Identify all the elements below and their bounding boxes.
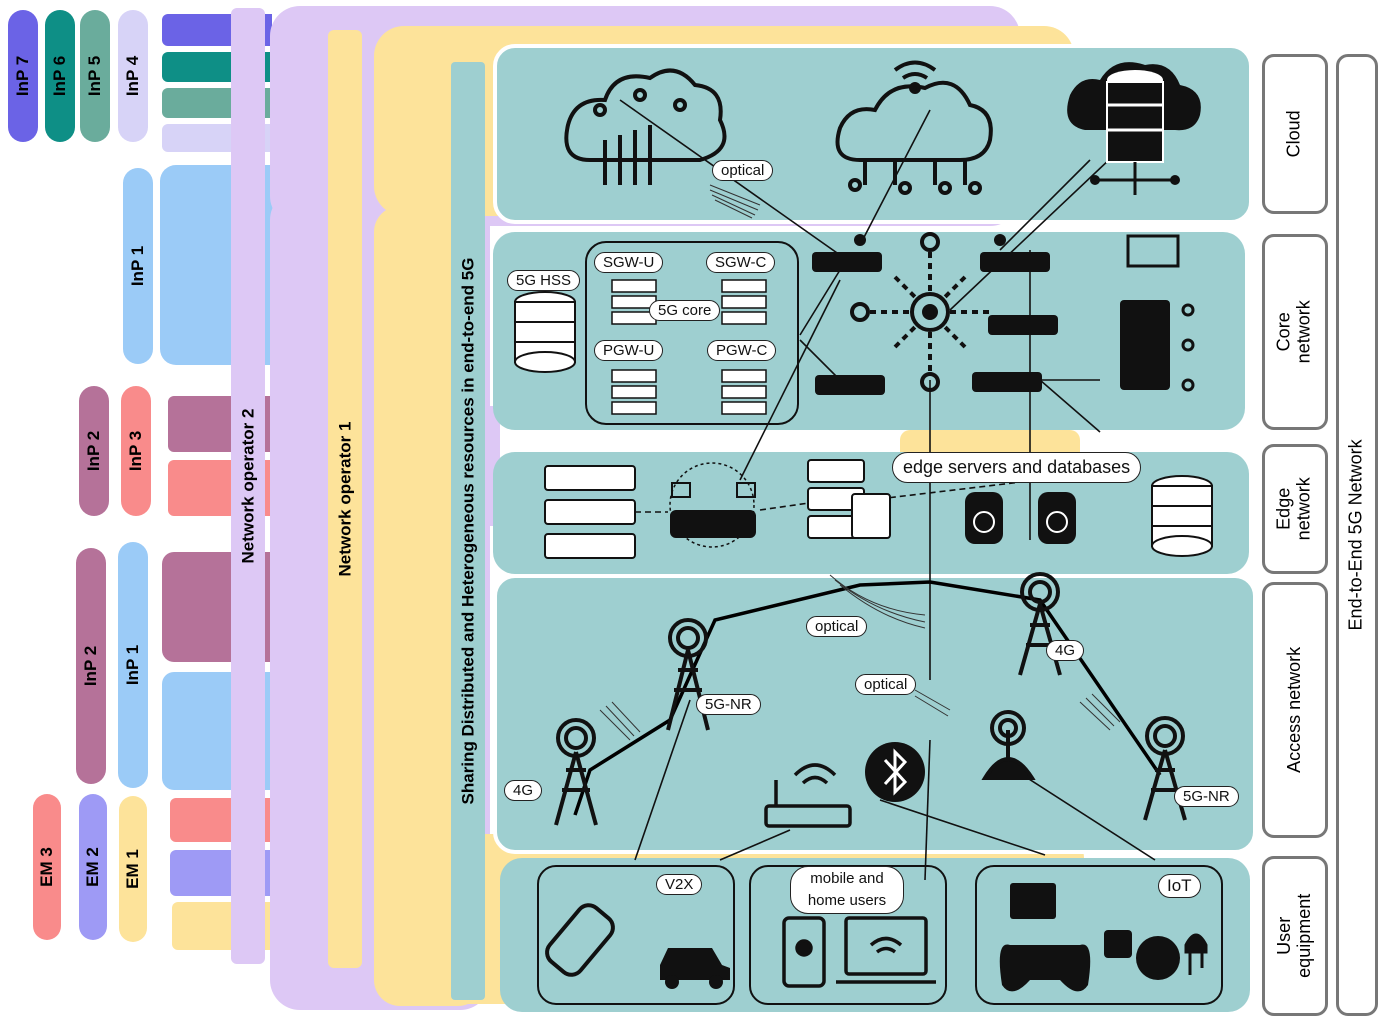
access-layer <box>493 574 1257 854</box>
server-stack-icon <box>544 465 636 559</box>
em3-pill: EM 3 <box>33 794 61 940</box>
core5g-tag: 5G core <box>649 300 721 321</box>
hub-node-icon <box>850 232 990 392</box>
optical-access1-tag: optical <box>806 616 868 637</box>
inp6-pill: InP 6 <box>45 10 75 142</box>
router-icon <box>812 234 1058 395</box>
raspberry-icon <box>1104 930 1180 980</box>
hss-tag: 5G HSS <box>507 270 581 291</box>
em1-pill: EM 1 <box>119 796 147 942</box>
database-icon <box>1151 475 1213 557</box>
wifi-router-icon <box>764 763 852 828</box>
server-stack-icon <box>807 459 891 539</box>
optical-fiber-icon <box>709 184 761 219</box>
edge-servers-tag: edge servers and databases <box>892 452 1142 483</box>
inp2-top-pill: InP 2 <box>79 386 109 516</box>
sharing-bar: Sharing Distributed and Heterogeneous re… <box>451 62 485 1000</box>
iot-tag: IoT <box>1158 874 1201 898</box>
gamepad-icon <box>999 883 1091 992</box>
router-icon <box>669 462 756 548</box>
car-icon <box>545 903 615 977</box>
core-layer-label-box: Core network <box>1262 234 1328 430</box>
g4-right-tag: 4G <box>1046 640 1085 661</box>
car-icon <box>660 948 730 989</box>
laptop-icon <box>836 916 936 984</box>
em2-pill: EM 2 <box>79 794 107 940</box>
inp1-bottom-pill: InP 1 <box>118 542 148 788</box>
sgwc-tag: SGW-C <box>706 252 776 273</box>
pgwc-tag: PGW-C <box>707 340 777 361</box>
g4-left-tag: 4G <box>504 780 543 801</box>
operator1-bar: Network operator 1 <box>328 30 362 968</box>
inp7-pill: InP 7 <box>8 10 38 142</box>
operator2-bar: Network operator 2 <box>231 8 265 964</box>
user-layer-label-box: User equipment <box>1262 856 1328 1016</box>
nr-right-tag: 5G-NR <box>1174 786 1239 807</box>
optical-cloud-tag: optical <box>712 160 774 181</box>
bluetooth-icon <box>865 742 925 802</box>
server-stack-icon <box>611 279 767 415</box>
cloud-layer-label-box: Cloud <box>1262 54 1328 214</box>
phone-icon <box>782 916 826 988</box>
optical-fiber-icon <box>599 574 1121 741</box>
inp1-top-pill: InP 1 <box>123 168 153 364</box>
inp5-pill: InP 5 <box>80 10 110 142</box>
nr-left-tag: 5G-NR <box>696 694 761 715</box>
database-icon <box>965 492 1076 544</box>
antenna-icon <box>981 710 1036 780</box>
server-stack-icon <box>1120 234 1195 392</box>
v2x-tag: V2X <box>656 874 703 895</box>
access-layer-label-box: Access network <box>1262 582 1328 838</box>
cloud-database-icon <box>1067 62 1201 195</box>
connection-lines <box>619 99 1156 881</box>
optical-access2-tag: optical <box>855 674 917 695</box>
inp4-pill: InP 4 <box>118 10 148 142</box>
inp3-pill: InP 3 <box>121 386 151 516</box>
led-icon <box>1184 933 1208 975</box>
inp2-bottom-pill: InP 2 <box>76 548 106 784</box>
iot-box <box>975 865 1223 1005</box>
cloud-wifi-icon <box>835 60 993 195</box>
cell-tower-icon <box>554 572 1187 826</box>
pgwu-tag: PGW-U <box>594 340 664 361</box>
cloud-circuit-icon <box>564 68 727 185</box>
e2e-label-box: End-to-End 5G Network <box>1336 54 1378 1016</box>
v2x-box <box>537 865 735 1005</box>
sgwu-tag: SGW-U <box>594 252 664 273</box>
database-icon <box>514 291 576 373</box>
mobile-tag: mobile and home users <box>790 866 904 914</box>
edge-layer-label-box: Edge network <box>1262 444 1328 574</box>
core-frame <box>585 241 799 425</box>
